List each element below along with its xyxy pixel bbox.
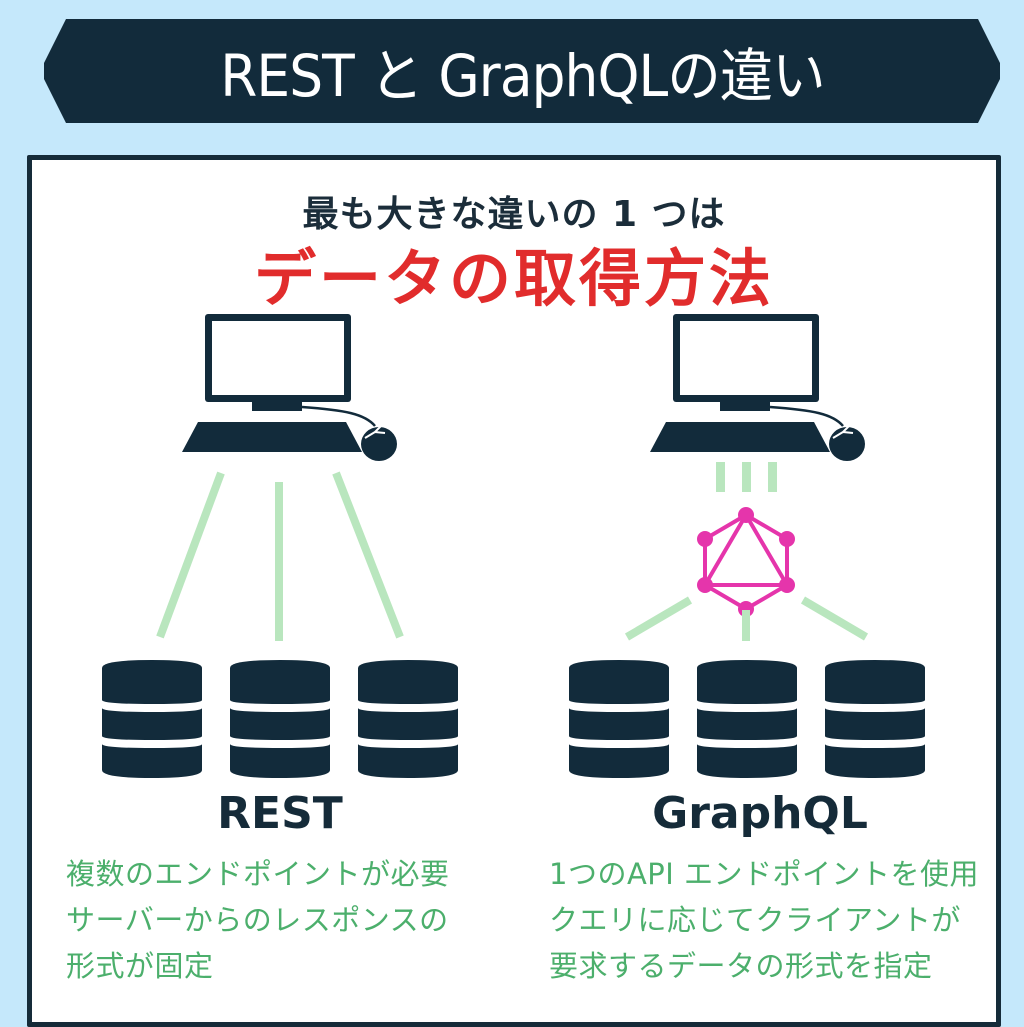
graphql-description-line: 要求するデータの形式を指定 bbox=[549, 949, 933, 983]
content-panel: 最も大きな違いの 1 つは データの取得方法 bbox=[27, 155, 1001, 1027]
graphql-description-line: クエリに応じてクライアントが bbox=[549, 903, 961, 937]
graphql-database-icon-2 bbox=[697, 660, 797, 778]
rest-database-icon-3 bbox=[358, 660, 458, 778]
graphql-description: 1つのAPI エンドポイントを使用 クエリに応じてクライアントが 要求するデータ… bbox=[549, 851, 979, 989]
graphql-bottom-connectors bbox=[624, 596, 869, 641]
graphql-top-connectors bbox=[716, 462, 777, 492]
rest-description-line: サーバーからのレスポンスの bbox=[66, 903, 449, 937]
rest-description: 複数のエンドポイントが必要 サーバーからのレスポンスの 形式が固定 bbox=[66, 851, 450, 989]
subtitle: 最も大きな違いの 1 つは bbox=[302, 194, 726, 235]
rest-description-line: 複数のエンドポイントが必要 bbox=[66, 857, 450, 891]
headline: データの取得方法 bbox=[253, 242, 774, 315]
rest-database-icon-1 bbox=[102, 660, 202, 778]
graphql-database-icon-1 bbox=[569, 660, 669, 778]
title-banner: REST と GraphQLの違い bbox=[44, 19, 1000, 123]
page-title: REST と GraphQLの違い bbox=[219, 42, 825, 110]
graphql-description-line: 1つのAPI エンドポイントを使用 bbox=[549, 857, 980, 891]
graphql-label: GraphQL bbox=[652, 788, 868, 839]
graphql-computer-icon bbox=[648, 312, 867, 463]
rest-computer-icon bbox=[180, 312, 399, 463]
graphql-database-icon-3 bbox=[825, 660, 925, 778]
rest-label: REST bbox=[217, 788, 343, 839]
rest-database-icon-2 bbox=[230, 660, 330, 778]
rest-connectors bbox=[156, 471, 404, 641]
rest-description-line: 形式が固定 bbox=[66, 949, 214, 983]
graphql-logo-icon bbox=[697, 507, 795, 617]
